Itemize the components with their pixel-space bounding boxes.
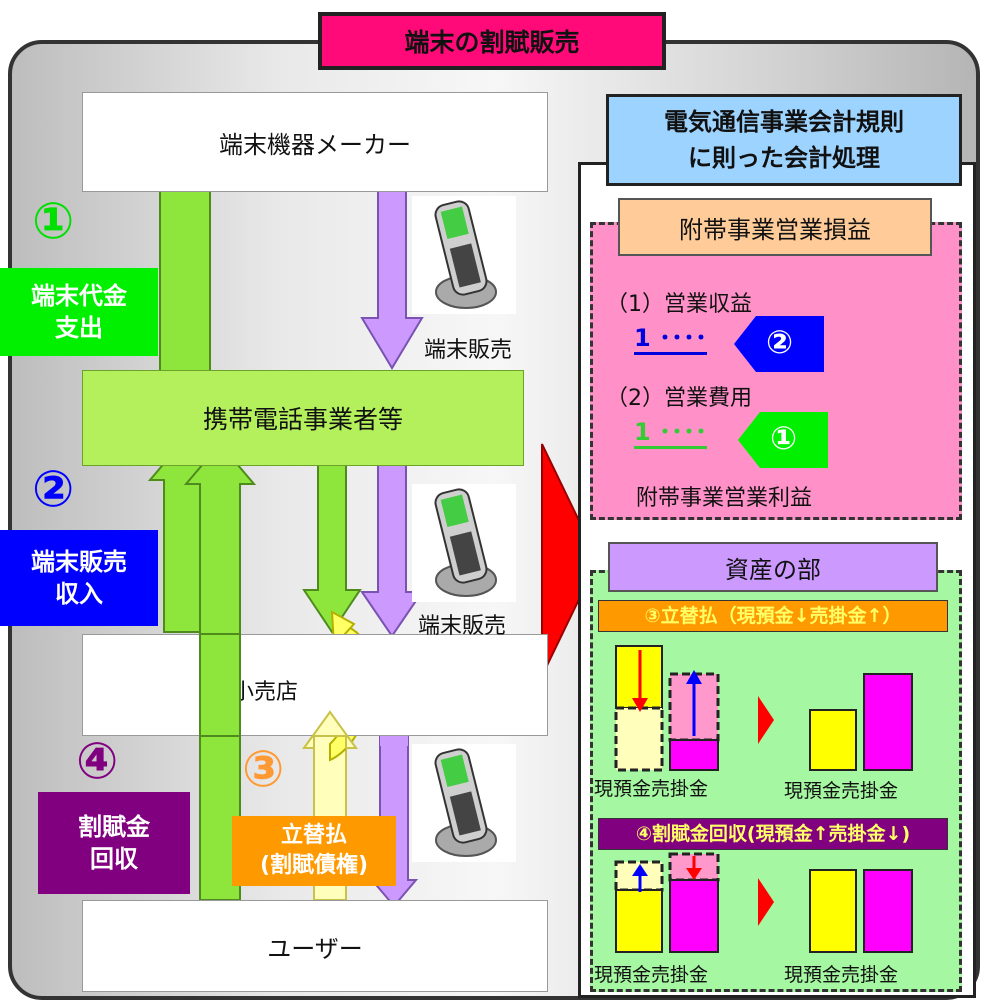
step4-label: ④割賦金回収(現預金↑売掛金↓)	[598, 818, 948, 850]
label-3-line1: 立替払	[280, 823, 347, 848]
revenue-tag-shape	[734, 316, 824, 372]
label-3-line2: (割賦債権)	[259, 853, 369, 878]
receivable-bar-before-4	[669, 879, 719, 953]
expense-value: 1 ････	[634, 418, 708, 449]
retailer-box	[82, 634, 548, 736]
sale-label-1: 端末販売	[424, 338, 513, 363]
result-triangle	[541, 443, 600, 677]
caption-4-before: 現預金売掛金	[594, 964, 709, 986]
label-2-line1: 端末販売	[31, 548, 127, 576]
circle-4: ④	[76, 732, 119, 790]
arrow-down-sale-1	[360, 189, 424, 370]
expense-tag-shape	[738, 412, 828, 468]
circle-1: ①	[32, 192, 75, 250]
step4-text: ④割賦金回収(現預金↑売掛金↓)	[635, 822, 911, 845]
caption-3-after: 現預金売掛金	[784, 780, 899, 802]
caption-3-before: 現預金売掛金	[594, 778, 709, 800]
assets-header: 資産の部	[608, 542, 938, 592]
circle-2: ②	[32, 460, 75, 518]
cash-bar-before-4	[615, 889, 663, 953]
caption-4-after: 現預金売掛金	[784, 964, 899, 986]
cash-bar-after-4	[809, 869, 857, 953]
sale-label-2: 端末販売	[418, 614, 507, 639]
arrow-down-sale-2	[360, 455, 424, 638]
revenue-tag: ②	[766, 323, 794, 361]
receivable-bar-after-4	[863, 869, 913, 953]
accounting-title: 電気通信事業会計規則 に則った会計処理	[606, 94, 962, 186]
label-4: 割賦金 回収	[38, 792, 190, 894]
retailer-label: 小売店	[232, 680, 299, 705]
label-1-line1: 端末代金	[31, 282, 127, 310]
label-3: 立替払 (割賦債権)	[232, 816, 396, 886]
label-2: 端末販売 収入	[0, 530, 158, 626]
cash-bar-after	[809, 709, 857, 771]
accounting-title-line1: 電気通信事業会計規則	[664, 108, 904, 136]
revenue-value: 1 ････	[634, 324, 708, 355]
phone-icon	[412, 484, 516, 602]
diagram-title: 端末の割賦販売	[318, 12, 666, 70]
accounting-title-line2: に則った会計処理	[688, 144, 880, 172]
receivable-bar-before	[669, 739, 719, 771]
label-4-line1: 割賦金	[78, 813, 150, 841]
revenue-label: （1）営業収益	[606, 292, 752, 317]
balance-illustrations	[614, 645, 913, 953]
phone-icon	[412, 196, 516, 314]
label-4-line2: 回収	[90, 845, 138, 873]
step3-text: ③立替払（現預金↓売掛金↑）	[644, 604, 902, 627]
expense-tag: ①	[770, 419, 798, 457]
maker-label: 端末機器メーカー	[219, 130, 411, 159]
phone-icon	[412, 744, 516, 862]
cash-bar-decrease	[614, 706, 664, 772]
small-triangle-2	[758, 878, 774, 926]
user-box: ユーザー	[82, 900, 548, 992]
user-label: ユーザー	[267, 934, 363, 963]
carrier-label: 携帯電話事業者等	[202, 405, 403, 434]
receivable-bar-after	[863, 673, 913, 771]
incidental-footer: 附帯事業営業利益	[636, 486, 813, 511]
label-1: 端末代金 支出	[0, 268, 158, 356]
label-1-line2: 支出	[55, 314, 103, 342]
small-triangle	[758, 696, 774, 744]
circle-3: ③	[242, 740, 285, 798]
carrier-box: 携帯電話事業者等	[82, 370, 524, 466]
incidental-header: 附帯事業営業損益	[618, 198, 932, 256]
step3-label: ③立替払（現預金↓売掛金↑）	[598, 600, 948, 632]
arrow-down-3	[302, 459, 362, 634]
label-2-line2: 収入	[55, 580, 103, 608]
expense-label: （2）営業費用	[606, 386, 752, 411]
maker-box: 端末機器メーカー	[82, 92, 548, 192]
